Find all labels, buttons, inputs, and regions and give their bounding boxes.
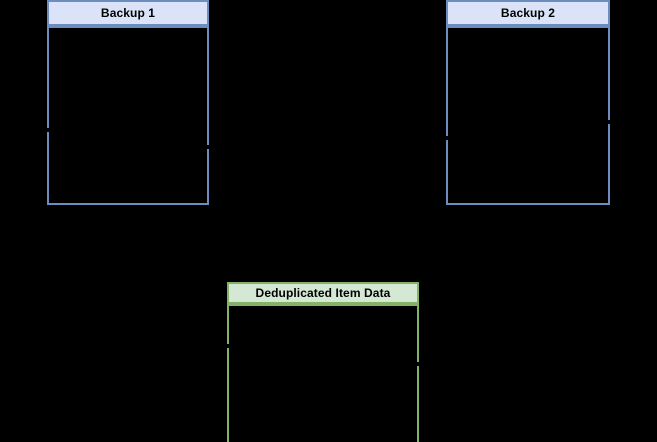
node-deduplicated-item-data-title: Deduplicated Item Data — [227, 282, 419, 304]
node-backup-2-title: Backup 2 — [446, 0, 610, 26]
node-deduplicated-item-data[interactable]: Deduplicated Item Data — [227, 282, 419, 442]
connection-point-left-icon — [227, 344, 230, 348]
connection-point-right-icon — [206, 145, 209, 149]
node-backup-1-body[interactable] — [47, 26, 209, 205]
connection-point-right-icon — [416, 362, 419, 366]
node-backup-2[interactable]: Backup 2 — [446, 0, 610, 205]
node-backup-1[interactable]: Backup 1 — [47, 0, 209, 205]
connection-point-left-icon — [446, 136, 449, 140]
node-deduplicated-item-data-body[interactable] — [227, 304, 419, 442]
connection-point-left-icon — [47, 128, 50, 132]
node-backup-1-title: Backup 1 — [47, 0, 209, 26]
connection-point-right-icon — [607, 120, 610, 124]
node-backup-2-body[interactable] — [446, 26, 610, 205]
